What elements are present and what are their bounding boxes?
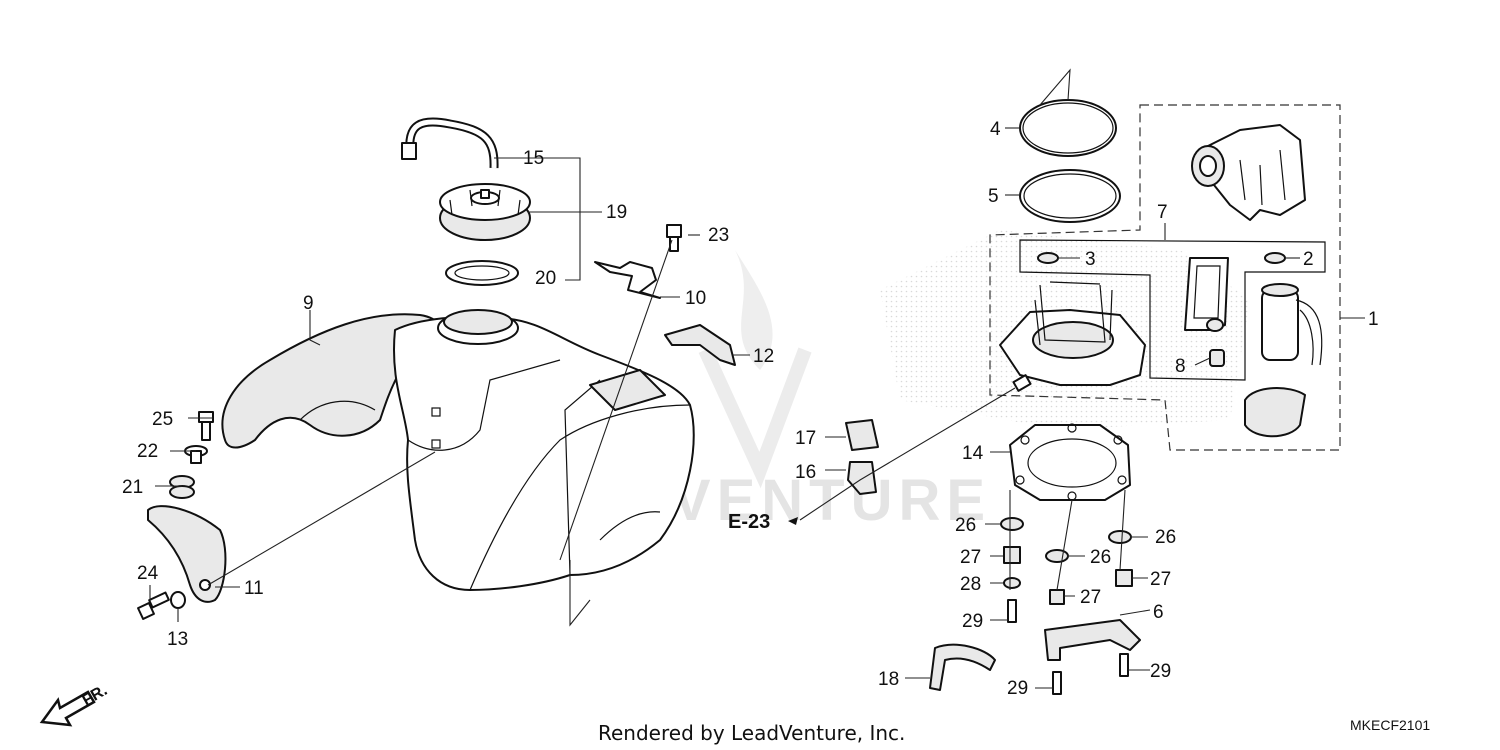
callout-11: 11 [244,578,264,599]
callout-27c: 27 [1150,569,1171,590]
rubber-12 [664,324,736,366]
front-direction-indicator: FR. [39,682,110,727]
pump-top-unit [1191,124,1306,221]
callout-24: 24 [137,563,159,584]
callout-17: 17 [795,428,816,449]
pump-base-flange [999,281,1146,392]
footer-credit: Rendered by LeadVenture, Inc. [598,721,905,745]
washer-13 [170,591,186,609]
stay-11 [147,505,227,603]
callout-22: 22 [137,441,158,462]
o-ring-4 [1019,99,1117,157]
callout-25: 25 [152,409,173,430]
bracket-7-outline [1019,239,1326,381]
callout-10: 10 [685,288,706,309]
reference-arrow [788,517,798,525]
callout-29a: 29 [962,611,983,632]
callout-29b: 29 [1150,661,1171,682]
callout-4: 4 [990,119,1001,140]
clip-16 [847,461,877,495]
washer-3 [1037,252,1059,264]
breather-tube [401,117,499,169]
o-ring-4-inner [1022,102,1114,154]
o-ring-5 [1019,169,1121,223]
callout-18: 18 [878,669,899,690]
callout-14: 14 [962,443,984,464]
callout-27b: 27 [1080,587,1101,608]
callout-7: 7 [1157,202,1168,223]
washer-2 [1264,252,1286,264]
callout-12: 12 [753,346,774,367]
clip-17 [845,419,879,451]
grommet-21 [169,475,195,499]
callout-9: 9 [303,293,314,314]
callout-20: 20 [535,268,556,289]
callout-13: 13 [167,629,188,650]
callout-19: 19 [606,202,627,223]
callout-labels: 1 2 3 4 5 6 7 8 9 10 11 12 13 14 15 16 1… [122,119,1379,699]
callout-21: 21 [122,477,143,498]
callout-5: 5 [988,186,999,207]
pump-motor [1261,283,1323,366]
leader-lines [149,68,1365,689]
fuel-filter [1184,257,1229,331]
callout-2: 2 [1303,249,1314,270]
callout-16: 16 [795,462,816,483]
stay-6 [1044,619,1141,661]
callout-6: 6 [1153,602,1164,623]
fuel-cap [439,183,531,241]
diagram-code: MKECF2101 [1350,717,1430,733]
stay-11-hole [199,579,211,591]
pump-assembly-outline [989,104,1341,451]
callout-26c: 26 [1155,527,1176,548]
fuel-tank [393,309,695,591]
tank-bracket [594,261,661,299]
callout-3: 3 [1085,249,1096,270]
callout-8: 8 [1175,356,1186,377]
bolt-24 [137,591,170,620]
callout-1: 1 [1368,309,1379,330]
fasteners-bottom [1000,517,1133,695]
bolt-23 [666,224,682,252]
o-ring-5-inner [1023,173,1117,219]
callout-26a: 26 [955,515,976,536]
cap-packing [445,260,519,286]
callout-27a: 27 [960,547,981,568]
part-8 [1209,349,1225,367]
callout-15: 15 [523,148,544,169]
callout-26b: 26 [1090,547,1111,568]
collar-22 [184,445,208,464]
gasket-14 [1009,423,1131,501]
cap-packing-inner [454,265,510,281]
clamp-18 [929,643,996,691]
callout-23: 23 [708,225,729,246]
callout-28: 28 [960,574,981,595]
bolt-25 [198,411,214,441]
pump-regulator [1244,387,1306,438]
reference-e23: E-23 [728,511,770,533]
callout-29c: 29 [1007,678,1028,699]
